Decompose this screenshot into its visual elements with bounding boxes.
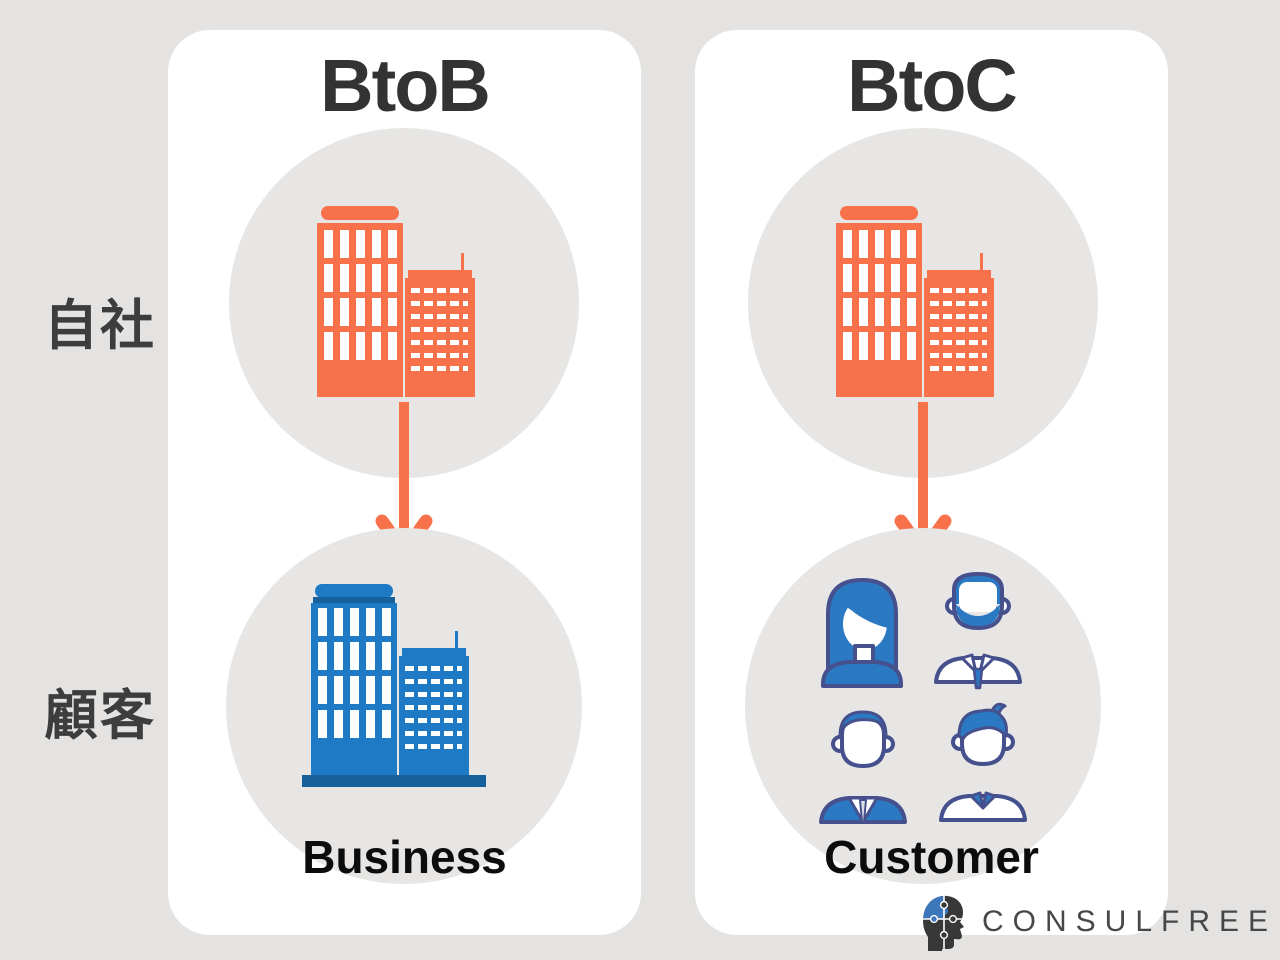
btob-own-company-circle — [229, 128, 579, 478]
row-label-customer: 顧客 — [44, 686, 156, 746]
btob-caption: Business — [302, 831, 507, 883]
row-label-own-company: 自社 — [44, 296, 156, 356]
btoc-title: BtoC — [847, 44, 1018, 127]
btoc-customer-circle — [745, 528, 1101, 884]
panel-btob: BtoB — [168, 30, 641, 935]
brand-logo: CONSULFREE — [920, 892, 1277, 952]
brand-name: CONSULFREE — [982, 905, 1278, 938]
consumer-group-icon — [819, 572, 1027, 824]
office-buildings-blue-icon — [302, 584, 486, 787]
office-buildings-orange-icon — [317, 206, 475, 397]
btob-title: BtoB — [320, 44, 491, 127]
office-buildings-orange-icon — [836, 206, 994, 397]
puzzle-head-icon — [923, 895, 964, 951]
btoc-caption: Customer — [824, 831, 1039, 883]
panel-btoc: BtoC — [695, 30, 1168, 935]
btob-customer-circle — [226, 528, 582, 884]
